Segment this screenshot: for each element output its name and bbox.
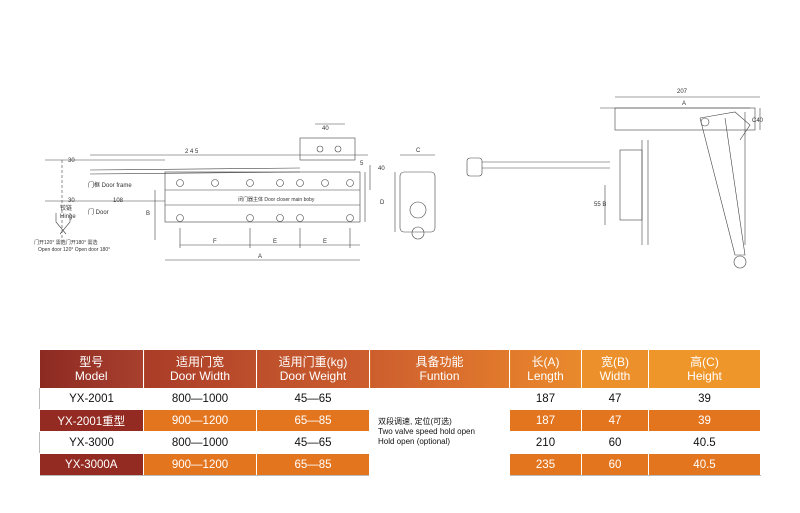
cell-door-width: 800—1000 [143,388,257,410]
dim-245: 2 4 5 [185,149,199,155]
table-row: YX-3000A 900—1200 65—85 235 60 40.5 [39,453,761,476]
cell-width: 60 [581,431,649,454]
door-label: 门 Door [88,208,109,216]
cell-door-weight: 45—65 [256,431,370,454]
table-row: YX-3000 800—1000 45—65 210 60 40.5 [39,431,761,454]
cell-height: 39 [648,388,761,410]
open-door-cn: 门开120° 需选门开180° 需选 [34,239,97,246]
header-height: 高(C)Height [648,350,761,388]
cell-model: YX-3000 [39,431,144,454]
table-row: YX-2001 800—1000 45—65 双段调速, 定位(可选) Two … [39,388,761,476]
dim-108: 108 [113,198,124,204]
cell-length: 210 [509,431,582,454]
hinge-en-label: Hinge [60,214,76,220]
dim-30-top: 30 [68,158,75,164]
label-c40: C40 [752,118,764,124]
cell-model: YX-2001 [39,388,144,410]
cell-height: 40.5 [648,453,761,476]
cell-length: 187 [509,388,582,410]
header-width: 宽(B)Width [581,350,649,388]
open-door-en: Open door 120° Open door 180° [38,247,110,253]
cell-door-width: 900—1200 [143,453,257,476]
dim-40-side: 40 [378,166,385,172]
dim-30-hinge: 30 [68,198,75,204]
label-a-right: A [682,101,686,107]
label-55b: 55 B [594,202,606,208]
cell-door-width: 800—1000 [143,431,257,454]
cell-model: YX-2001重型 [39,409,144,432]
label-e2: E [323,239,327,245]
cell-width: 47 [581,409,649,432]
hinge-cn-label: 铰链 [60,204,72,212]
technical-drawing: 30 2 4 5 门框 Door frame 30 108 门 Door 铰链 … [34,89,764,269]
dim-40-top: 40 [322,126,329,132]
header-door-weight: 适用门重(kg)Door Weight [256,350,370,388]
cell-door-weight: 65—85 [256,453,370,476]
dim-207: 207 [677,89,688,95]
cell-door-weight: 45—65 [256,388,370,410]
label-a-left: A [258,254,262,260]
cell-length: 187 [509,409,582,432]
door-frame-label: 门框 Door frame [88,181,132,189]
cell-height: 39 [648,409,761,432]
label-b: B [146,211,150,217]
label-f: F [213,239,217,245]
cell-width: 47 [581,388,649,410]
label-d: D [380,200,385,206]
label-c: C [416,148,421,154]
main-body-label: 闭门器主体 Door closer main boby [238,196,315,203]
dim-5: 5 [360,161,364,167]
header-length: 长(A)Length [509,350,582,388]
label-e1: E [273,239,277,245]
cell-height: 40.5 [648,431,761,454]
cell-function: 双段调速, 定位(可选) Two valve speed hold open H… [369,388,510,476]
cell-model: YX-3000A [39,453,144,476]
cell-length: 235 [509,453,582,476]
cell-door-width: 900—1200 [143,409,257,432]
cell-width: 60 [581,453,649,476]
table-row: YX-2001重型 900—1200 65—85 187 47 39 [39,409,761,432]
cell-door-weight: 65—85 [256,409,370,432]
